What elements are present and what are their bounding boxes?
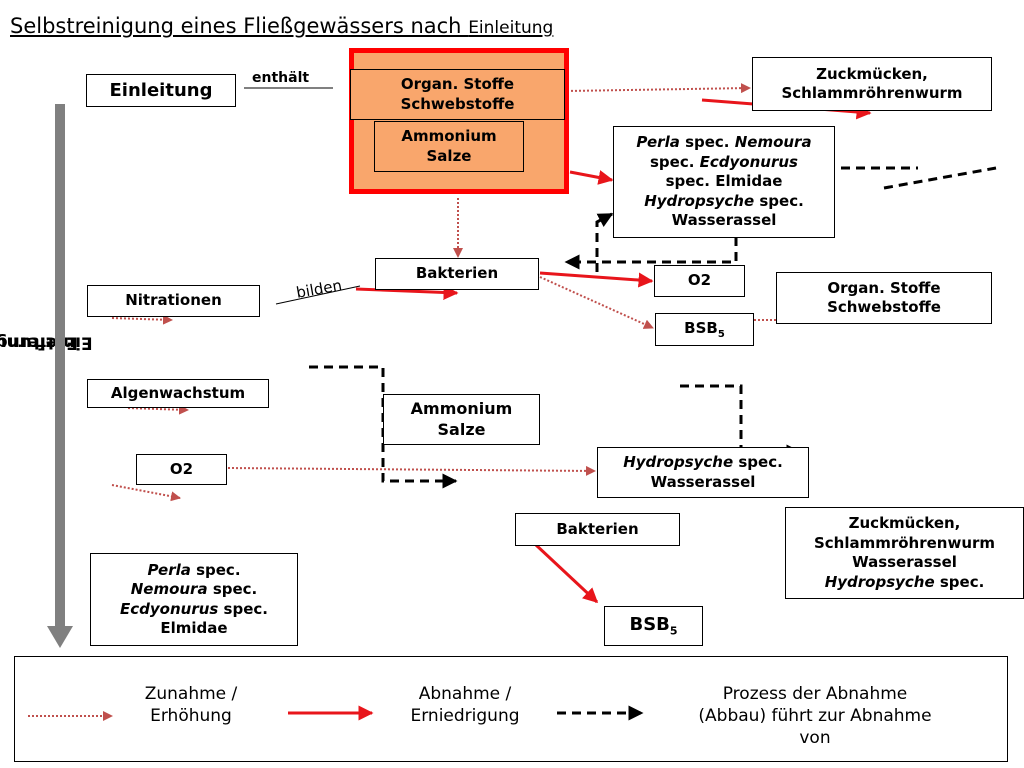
bilden-line xyxy=(275,285,361,305)
box-einleitung: Einleitung xyxy=(86,74,236,107)
box-bsb5-right: BSB5 xyxy=(655,313,754,346)
dash-top-far xyxy=(883,166,997,190)
distance-axis-arrow xyxy=(47,104,73,648)
dash-perla-bakterien xyxy=(564,222,738,270)
box-zuckmuecken-bottom: Zuckmücken, Schlammröhrenwurm Wasserasse… xyxy=(785,507,1024,599)
arrow-dot-algen xyxy=(127,404,189,415)
legend-prozess: Prozess der Abnahme(Abbau) führt zur Abn… xyxy=(698,684,932,749)
arrow-dot-o2-hydro xyxy=(227,465,596,476)
arrow-dot-bakterien-bsb xyxy=(539,276,654,329)
title-small: Einleitung xyxy=(468,18,554,38)
box-bakterien-top: Bakterien xyxy=(375,258,539,290)
page-title: Selbstreinigung eines Fließgewässers nac… xyxy=(10,14,553,38)
box-bakterien-bottom: Bakterien xyxy=(515,513,680,546)
label-enthaelt: enthält xyxy=(252,70,310,86)
arrow-red-bilden xyxy=(355,284,459,300)
dash-o2-perla xyxy=(595,212,614,272)
box-perla-bottom: Perla spec. Nemoura spec. Ecdyonurus spe… xyxy=(90,553,298,646)
legend-zunahme: Zunahme /Erhöhung xyxy=(144,684,238,727)
dash-hydro-mid xyxy=(680,384,802,460)
arrow-dot-o2-left xyxy=(111,484,181,502)
box-algenwachstum: Algenwachstum xyxy=(87,379,269,408)
arrow-red-bakterien-o2 xyxy=(539,271,654,288)
box-perla-top: Perla spec. Nemoura spec. Ecdyonurus spe… xyxy=(613,126,835,238)
arrow-red-bakterien-bsb xyxy=(534,543,599,604)
legend-abnahme: Abnahme /Erniedrigung xyxy=(410,684,520,727)
arrow-dot-nitrationen xyxy=(111,314,173,325)
title-main: Selbstreinigung eines Fließgewässers nac… xyxy=(10,14,462,38)
box-o2-right: O2 xyxy=(654,265,745,297)
box-zuckmuecken-top: Zuckmücken,Schlammröhrenwurm xyxy=(752,57,992,111)
box-nitrationen: Nitrationen xyxy=(87,285,260,317)
box-bsb5-bottom: BSB5 xyxy=(604,606,703,646)
box-hydropsyche-mid: Hydropsyche spec. Wasserassel xyxy=(597,447,809,498)
legend: Zunahme /Erhöhung Abnahme /Erniedrigung … xyxy=(14,656,1008,762)
arrow-dot-organ-zuck xyxy=(566,83,751,94)
dash-ammonium-mid xyxy=(309,365,458,489)
box-o2-left: O2 xyxy=(136,454,227,485)
arrow-red-organ-to-perla xyxy=(569,170,614,185)
